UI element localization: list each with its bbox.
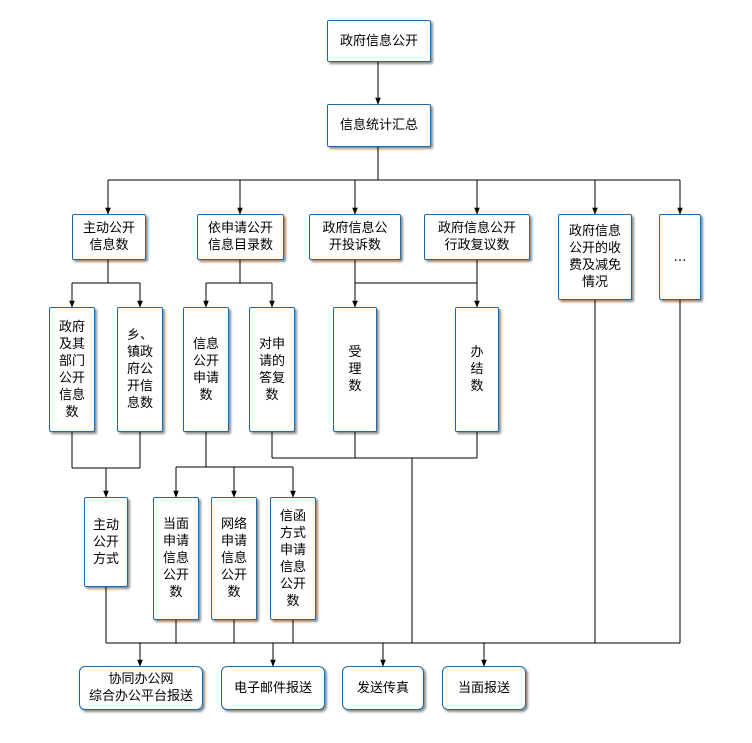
node-email-submission: 电子邮件报送 bbox=[221, 666, 325, 710]
node-in-person-submission: 当面报送 bbox=[442, 666, 526, 710]
node-admin-review-count: 政府信息公开 行政复议数 bbox=[424, 214, 530, 260]
node-proactive-mode: 主动 公开 方式 bbox=[84, 497, 128, 587]
node-on-request-catalog-count: 依申请公开 信息目录数 bbox=[197, 214, 284, 260]
node-info-stats-summary: 信息统计汇总 bbox=[327, 104, 431, 147]
node-request-reply-count: 对申 请的 答复 数 bbox=[249, 307, 295, 432]
node-in-person-request-count: 当面 申请 信息 公开 数 bbox=[153, 497, 199, 620]
node-office-platform-submission: 协同办公网 综合办公平台报送 bbox=[79, 666, 203, 710]
node-fax-submission: 发送传真 bbox=[342, 666, 424, 710]
node-gov-dept-disclosure-count: 政府 及其 部门 公开 信息 数 bbox=[49, 307, 95, 432]
node-concluded-count: 办 结 数 bbox=[455, 307, 499, 432]
node-disclosure-request-count: 信息 公开 申请 数 bbox=[183, 307, 229, 432]
node-gov-info-disclosure: 政府信息公开 bbox=[327, 20, 431, 62]
node-letter-request-count: 信函 方式 申请 信息 公开 数 bbox=[270, 497, 316, 620]
node-online-request-count: 网络 申请 信息 公开 数 bbox=[211, 497, 257, 620]
node-fees-and-waivers: 政府信息 公开的收 费及减免 情况 bbox=[558, 214, 632, 300]
node-proactive-disclosure-count: 主动公开 信息数 bbox=[72, 214, 146, 260]
node-accepted-count: 受 理 数 bbox=[333, 307, 377, 432]
node-complaint-count: 政府信息公 开投诉数 bbox=[309, 214, 401, 260]
node-more-ellipsis: … bbox=[659, 214, 701, 300]
node-township-disclosure-count: 乡、 镇政 府公 开信 息数 bbox=[117, 307, 163, 432]
